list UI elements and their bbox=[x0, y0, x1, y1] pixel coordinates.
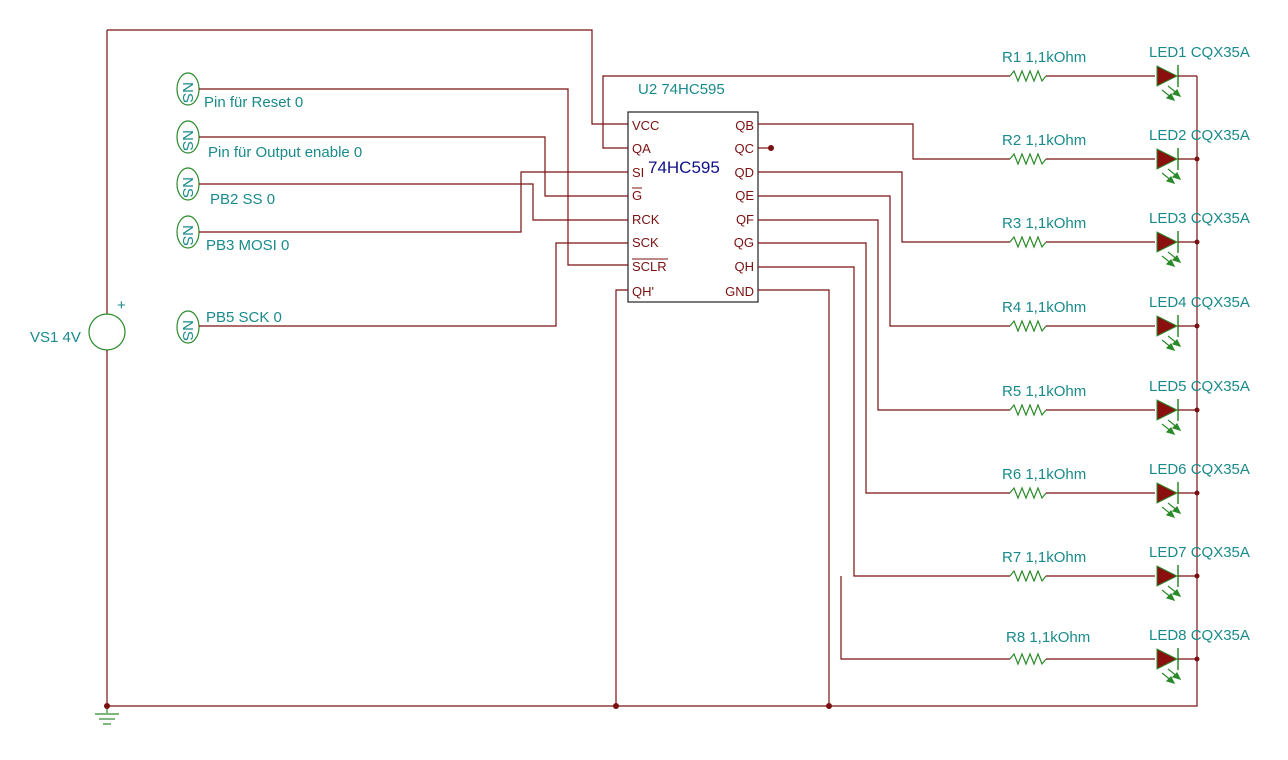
pin-g: G bbox=[632, 188, 642, 203]
input-pin-reset[interactable]: NS Pin für Reset 0 bbox=[176, 72, 628, 266]
input-pb3-mosi[interactable]: NS PB3 MOSI 0 bbox=[176, 171, 628, 254]
resistor-label: R1 1,1kOhm bbox=[1002, 49, 1086, 66]
led-label: LED4 CQX35A bbox=[1149, 294, 1250, 311]
junction-dot bbox=[768, 145, 774, 151]
wire-qh-prime bbox=[615, 289, 628, 706]
led[interactable] bbox=[1156, 482, 1197, 518]
pin-si: SI bbox=[632, 165, 644, 180]
junction-dot bbox=[1194, 239, 1200, 245]
output-row: R3 1,1kOhm LED3 CQX35A bbox=[1002, 210, 1250, 267]
output-row: R8 1,1kOhm LED8 CQX35A bbox=[1006, 627, 1250, 684]
led[interactable] bbox=[1156, 648, 1197, 684]
led[interactable] bbox=[1156, 231, 1197, 267]
led-label: LED1 CQX35A bbox=[1149, 44, 1250, 61]
ns-symbol-text: NS bbox=[179, 177, 196, 198]
pin-sck: SCK bbox=[632, 235, 659, 250]
source-label: VS1 4V bbox=[30, 329, 81, 346]
resistor[interactable] bbox=[1009, 652, 1155, 666]
pin-qh-prime: QH' bbox=[632, 284, 654, 299]
pin-qh: QH bbox=[735, 259, 755, 274]
pin-qe: QE bbox=[735, 188, 754, 203]
input-label: PB3 MOSI 0 bbox=[206, 237, 289, 254]
led[interactable] bbox=[1156, 148, 1197, 184]
pin-qa: QA bbox=[632, 141, 651, 156]
resistor[interactable] bbox=[1009, 69, 1155, 83]
resistor[interactable] bbox=[1009, 569, 1155, 583]
resistor-label: R3 1,1kOhm bbox=[1002, 215, 1086, 232]
pin-rck: RCK bbox=[632, 212, 660, 227]
output-rows: R1 1,1kOhm LED1 CQX35A R2 1,1kOhm LED2 CQX3… bbox=[1002, 44, 1250, 684]
ns-symbol-text: NS bbox=[179, 130, 196, 151]
junction-dot bbox=[1194, 407, 1200, 413]
pin-qd: QD bbox=[735, 165, 755, 180]
shift-register-chip[interactable]: U2 74HC595 74HC595 VCC QA SI G RCK SCK S… bbox=[627, 81, 759, 303]
pin-gnd: GND bbox=[725, 284, 754, 299]
wire-qg bbox=[758, 242, 1010, 494]
wire-qh bbox=[758, 266, 1010, 577]
input-pb2-ss[interactable]: NS PB2 SS 0 bbox=[176, 167, 628, 221]
output-row: R2 1,1kOhm LED2 CQX35A bbox=[1002, 127, 1250, 184]
input-pb5-sck[interactable]: NS PB5 SCK 0 bbox=[176, 242, 628, 344]
output-row: R4 1,1kOhm LED4 CQX35A bbox=[1002, 294, 1250, 351]
input-label: Pin für Reset 0 bbox=[204, 94, 303, 111]
wire-qe bbox=[758, 195, 1010, 327]
resistor-label: R5 1,1kOhm bbox=[1002, 383, 1086, 400]
ground-bus bbox=[107, 76, 1198, 707]
wire-qa bbox=[602, 75, 1010, 149]
pin-qb: QB bbox=[735, 118, 754, 133]
pin-vcc: VCC bbox=[632, 118, 659, 133]
voltage-source[interactable]: + VS1 4V bbox=[30, 29, 628, 706]
wire-qb bbox=[758, 123, 1010, 160]
resistor[interactable] bbox=[1009, 403, 1155, 417]
led-label: LED6 CQX35A bbox=[1149, 461, 1250, 478]
junction-dot bbox=[104, 703, 110, 709]
chip-name: 74HC595 bbox=[648, 158, 720, 177]
resistor-label: R2 1,1kOhm bbox=[1002, 132, 1086, 149]
junction-dot bbox=[1194, 156, 1200, 162]
junction-dot bbox=[1194, 490, 1200, 496]
input-label: Pin für Output enable 0 bbox=[208, 144, 362, 161]
led-label: LED8 CQX35A bbox=[1149, 627, 1250, 644]
resistor[interactable] bbox=[1009, 486, 1155, 500]
source-plus-sign: + bbox=[117, 297, 126, 314]
wire-r8 bbox=[840, 576, 1010, 660]
input-output-enable[interactable]: NS Pin für Output enable 0 bbox=[176, 120, 628, 197]
junction-dot bbox=[1194, 573, 1200, 579]
input-label: PB5 SCK 0 bbox=[206, 309, 282, 326]
led[interactable] bbox=[1156, 565, 1197, 601]
pin-qf: QF bbox=[736, 212, 754, 227]
output-row: R1 1,1kOhm LED1 CQX35A bbox=[1002, 44, 1250, 101]
ns-symbol-text: NS bbox=[179, 225, 196, 246]
led[interactable] bbox=[1156, 315, 1197, 351]
input-label: PB2 SS 0 bbox=[210, 191, 275, 208]
resistor[interactable] bbox=[1009, 152, 1155, 166]
output-row: R5 1,1kOhm LED5 CQX35A bbox=[1002, 378, 1250, 435]
pin-qg: QG bbox=[734, 235, 754, 250]
junction-dot bbox=[1194, 656, 1200, 662]
ns-symbol-text: NS bbox=[179, 320, 196, 341]
wire-gnd bbox=[758, 289, 830, 706]
led[interactable] bbox=[1156, 399, 1197, 435]
resistor-label: R4 1,1kOhm bbox=[1002, 299, 1086, 316]
led-label: LED2 CQX35A bbox=[1149, 127, 1250, 144]
output-row: R6 1,1kOhm LED6 CQX35A bbox=[1002, 461, 1250, 518]
led-label: LED7 CQX35A bbox=[1149, 544, 1250, 561]
pin-sclr: SCLR bbox=[632, 259, 667, 274]
output-row: R7 1,1kOhm LED7 CQX35A bbox=[1002, 544, 1250, 601]
resistor-label: R8 1,1kOhm bbox=[1006, 629, 1090, 646]
led[interactable] bbox=[1156, 65, 1197, 101]
resistor-label: R7 1,1kOhm bbox=[1002, 549, 1086, 566]
wire-qf bbox=[758, 219, 1010, 411]
wire-qd bbox=[758, 171, 1010, 243]
junction-dot bbox=[1194, 323, 1200, 329]
pin-qc: QC bbox=[735, 141, 755, 156]
resistor-label: R6 1,1kOhm bbox=[1002, 466, 1086, 483]
ns-symbol-text: NS bbox=[179, 82, 196, 103]
led-label: LED5 CQX35A bbox=[1149, 378, 1250, 395]
resistor[interactable] bbox=[1009, 319, 1155, 333]
resistor[interactable] bbox=[1009, 235, 1155, 249]
led-label: LED3 CQX35A bbox=[1149, 210, 1250, 227]
chip-ref-label: U2 74HC595 bbox=[638, 81, 725, 98]
